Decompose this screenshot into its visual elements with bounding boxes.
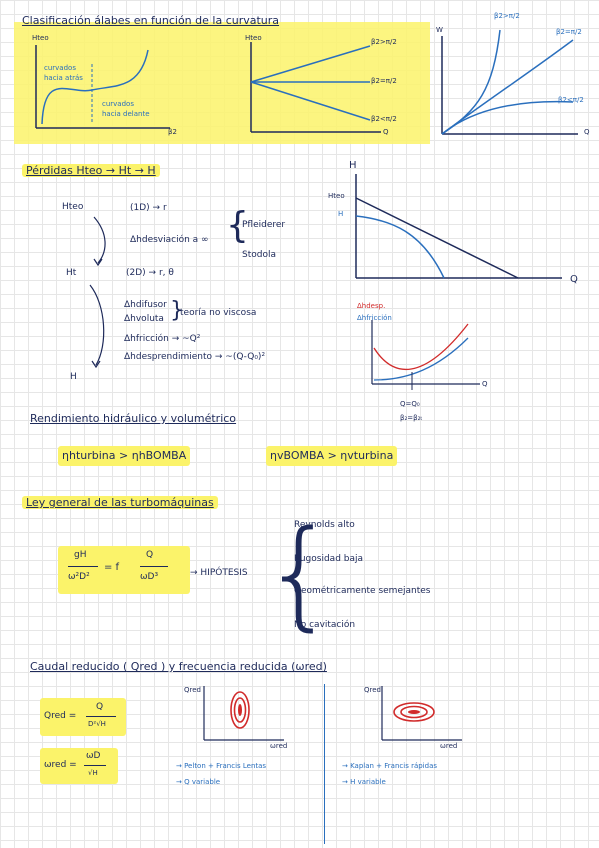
g2-label-eq: β2=π/2 xyxy=(371,77,397,85)
g1-note-back-2: hacia atrás xyxy=(44,74,83,82)
hipotesis-1: Reynolds alto xyxy=(294,520,355,530)
eta-h-bomba: ηhBOMBA xyxy=(131,449,187,462)
gt-sign-2: > xyxy=(327,449,337,462)
g2-label-gt: β2>π/2 xyxy=(371,38,397,46)
eta-h-turbina: ηhturbina xyxy=(62,449,116,462)
note-h-variable: → H variable xyxy=(342,778,386,786)
g1-xlabel: β2 xyxy=(168,128,177,136)
section-2-title: Pérdidas Hteo → Ht → H xyxy=(22,164,160,177)
g2-label-lt: β2<π/2 xyxy=(371,115,397,123)
g5-fric: Δhfricción xyxy=(357,314,392,322)
eta-formula-2: ηvBOMBA > ηvturbina xyxy=(266,446,398,466)
stodola: Stodola xyxy=(242,250,276,260)
pfleiderer: Pfleiderer xyxy=(242,220,286,230)
note-kaplan: → Kaplan + Francis rápidas xyxy=(342,762,437,770)
eq-f: = f xyxy=(104,562,120,573)
graph-h-q xyxy=(355,174,562,279)
gt-sign-1: > xyxy=(119,449,129,462)
g3-label-eq: β2=π/2 xyxy=(556,28,582,36)
graph-losses xyxy=(371,320,480,390)
g5-desp: Δhdesp. xyxy=(357,302,386,310)
qred-bar xyxy=(86,716,116,717)
friccion: Δhfricción → ~Q² xyxy=(124,334,201,344)
section-5-title: Caudal reducido ( Qred ) y frecuencia re… xyxy=(30,660,327,673)
twod-label: (2D) → r, θ xyxy=(126,268,174,278)
rhs-num: Q xyxy=(146,550,154,560)
lhs-num: gH xyxy=(74,550,87,560)
hteo-label: Hteo xyxy=(62,202,84,212)
lhs-den: ω²D² xyxy=(68,572,90,582)
section-4-title: Ley general de las turbomáquinas xyxy=(22,496,218,509)
ht-label: Ht xyxy=(66,268,77,278)
g4-xlabel: Q xyxy=(570,274,578,285)
desprendimiento: Δhdesprendimiento → ~(Q-Q₀)² xyxy=(124,352,266,362)
g6-xlabel: ωred xyxy=(270,742,288,750)
graph-pelton-contour xyxy=(203,686,284,741)
qred-den: D²√H xyxy=(88,720,106,728)
section-1-box xyxy=(14,22,430,144)
eta-v-bomba: ηvBOMBA xyxy=(270,449,325,462)
g1-note-front-2: hacia delante xyxy=(102,110,150,118)
g2-xlabel: Q xyxy=(383,128,389,136)
graph-w-q xyxy=(441,29,578,135)
teoria: teoría no viscosa xyxy=(180,308,257,318)
wred-bar xyxy=(84,765,106,766)
g1-note-front-1: curvados xyxy=(102,100,134,108)
g7-ylabel: Qred xyxy=(364,686,381,694)
graph-hteo-q xyxy=(250,42,381,133)
wred-formula xyxy=(40,748,118,784)
qred-num: Q xyxy=(96,702,104,712)
note-pelton: → Pelton + Francis Lentas xyxy=(176,762,267,770)
section-1-title: Clasificación álabes en función de la cu… xyxy=(22,14,280,27)
g5-xlabel: Q xyxy=(482,380,488,388)
g6-ylabel: Qred xyxy=(184,686,201,694)
voluta: Δhvoluta xyxy=(124,314,164,324)
rhs-bar xyxy=(140,566,168,567)
ley-general-formula xyxy=(58,546,190,594)
graph-kaplan-contour xyxy=(381,686,462,741)
eta-formula-1: ηhturbina > ηhBOMBA xyxy=(58,446,191,466)
brace-2: } xyxy=(170,298,184,323)
g1-ylabel: Hteo xyxy=(32,34,49,42)
wred-num: ωD xyxy=(86,751,101,761)
wred-den: √H xyxy=(88,769,98,777)
brace-1: { xyxy=(226,205,249,246)
rhs-den: ωD³ xyxy=(140,572,159,582)
g1-note-back-1: curvados xyxy=(44,64,76,72)
g3-xlabel: Q xyxy=(584,128,590,136)
g5-beta: β₂=β₂ₜ xyxy=(400,414,423,422)
wred-lhs: ωred = xyxy=(44,760,77,770)
section-3-title: Rendimiento hidráulico y volumétrico xyxy=(30,412,237,425)
difusor: Δhdifusor xyxy=(124,300,167,310)
section-5-divider xyxy=(324,684,325,844)
g3-label-gt: β2>π/2 xyxy=(494,12,520,20)
hipotesis-2: Rugosidad baja xyxy=(294,554,364,564)
g5-q0: Q=Q₀ xyxy=(400,400,420,408)
lhs-bar xyxy=(68,566,98,567)
g3-ylabel: W xyxy=(436,26,443,34)
h-label: H xyxy=(70,372,77,382)
flow-arrows xyxy=(89,216,106,369)
g4-h: H xyxy=(338,210,344,218)
brace-hipotesis: { xyxy=(262,504,338,642)
qred-formula xyxy=(40,698,126,736)
g4-hteo: Hteo xyxy=(328,192,345,200)
graph-hteo-beta xyxy=(35,45,170,129)
g4-ylabel: H xyxy=(349,160,357,171)
eta-v-turbina: ηvturbina xyxy=(340,449,394,462)
hipotesis-4: No cavitación xyxy=(294,620,356,630)
g2-ylabel: Hteo xyxy=(245,34,262,42)
inf-label: (1D) → r xyxy=(130,203,167,213)
hipotesis-arrow: → HIPÓTESIS xyxy=(190,568,248,578)
qred-lhs: Qred = xyxy=(44,711,77,721)
hipotesis-3: Geométricamente semejantes xyxy=(294,586,431,596)
g3-label-lt: β2<π/2 xyxy=(558,96,584,104)
g7-xlabel: ωred xyxy=(440,742,458,750)
desviacion-label: Δhdesviación a ∞ xyxy=(130,235,209,245)
note-q-variable: → Q variable xyxy=(176,778,221,786)
